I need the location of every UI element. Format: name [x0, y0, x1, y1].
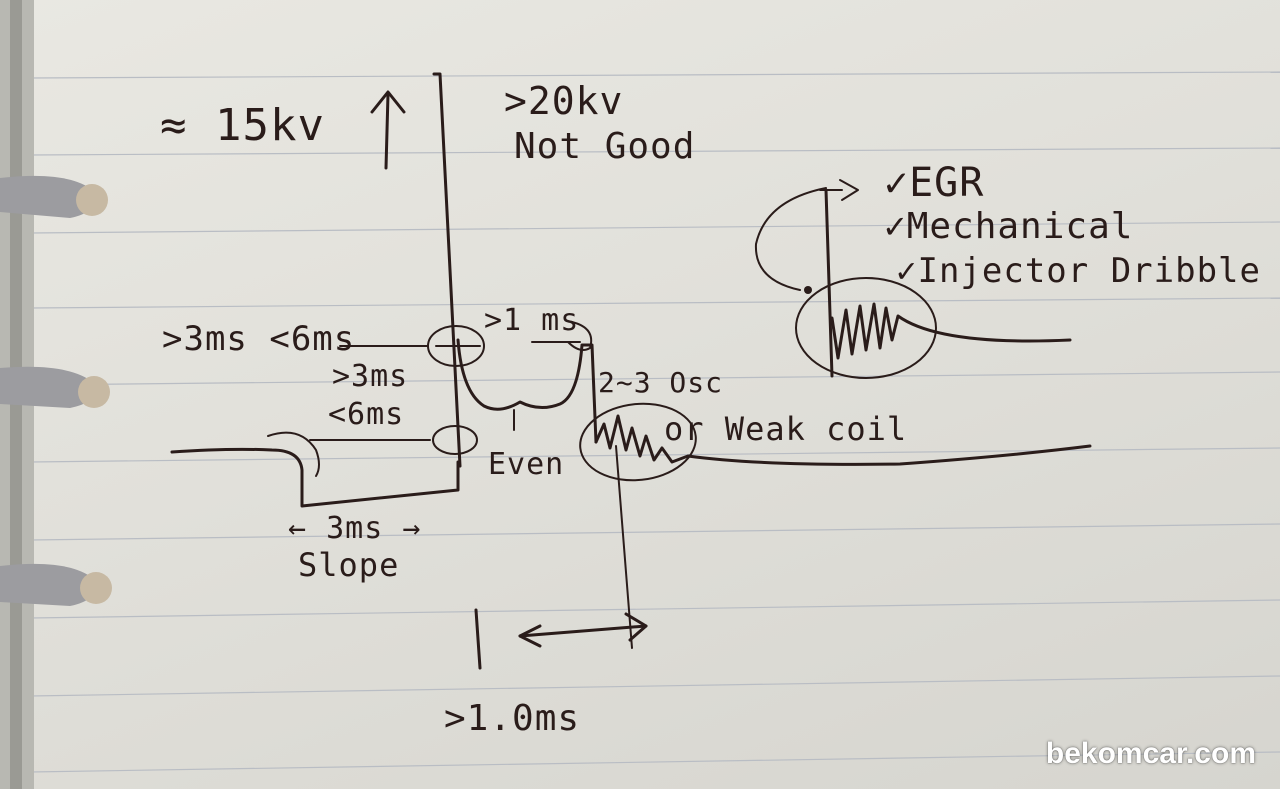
checklist-item-injector-dribble: ✓Injector Dribble	[896, 251, 1261, 291]
ring-bottom	[0, 563, 112, 606]
burn-time-marker	[474, 608, 648, 670]
checklist-item-egr: ✓EGR	[884, 160, 984, 206]
peak-voltage-label: ≈ 15kv	[160, 100, 325, 151]
dwell-max-label: <6ms	[328, 397, 404, 432]
ruled-lines	[29, 71, 1280, 773]
ignition-waveform	[170, 72, 1092, 649]
spark-gap-label: >1 ms	[484, 303, 579, 338]
weak-coil-label: or Weak coil	[664, 410, 907, 448]
slope-label: Slope	[298, 546, 399, 584]
voltage-arrow	[370, 90, 406, 170]
even-label: Even	[488, 447, 564, 482]
ring-middle	[0, 366, 110, 408]
dwell-min-label: >3ms	[332, 359, 408, 394]
site-watermark: bekomcar.com	[1045, 737, 1256, 770]
firing-verdict-label: Not Good	[514, 126, 695, 167]
oscillation-label: 2~3 Osc	[598, 366, 723, 399]
burn-min-label: >1.0ms	[444, 698, 580, 739]
dwell-range-label: >3ms <6ms	[162, 319, 355, 359]
checklist-item-mechanical: ✓Mechanical	[884, 206, 1133, 247]
dwell-duration-label: ← 3ms →	[288, 511, 421, 546]
inset-waveform	[754, 179, 1072, 379]
diagnosis-checklist: ✓EGR ✓Mechanical ✓Injector Dribble	[884, 160, 1261, 291]
handwritten-notes: ≈ 15kv >20kv Not Good >3ms <6ms >3ms <6m…	[160, 79, 907, 739]
firing-limit-label: >20kv	[504, 79, 623, 123]
binder-rings	[0, 0, 112, 789]
ring-top	[0, 175, 108, 218]
